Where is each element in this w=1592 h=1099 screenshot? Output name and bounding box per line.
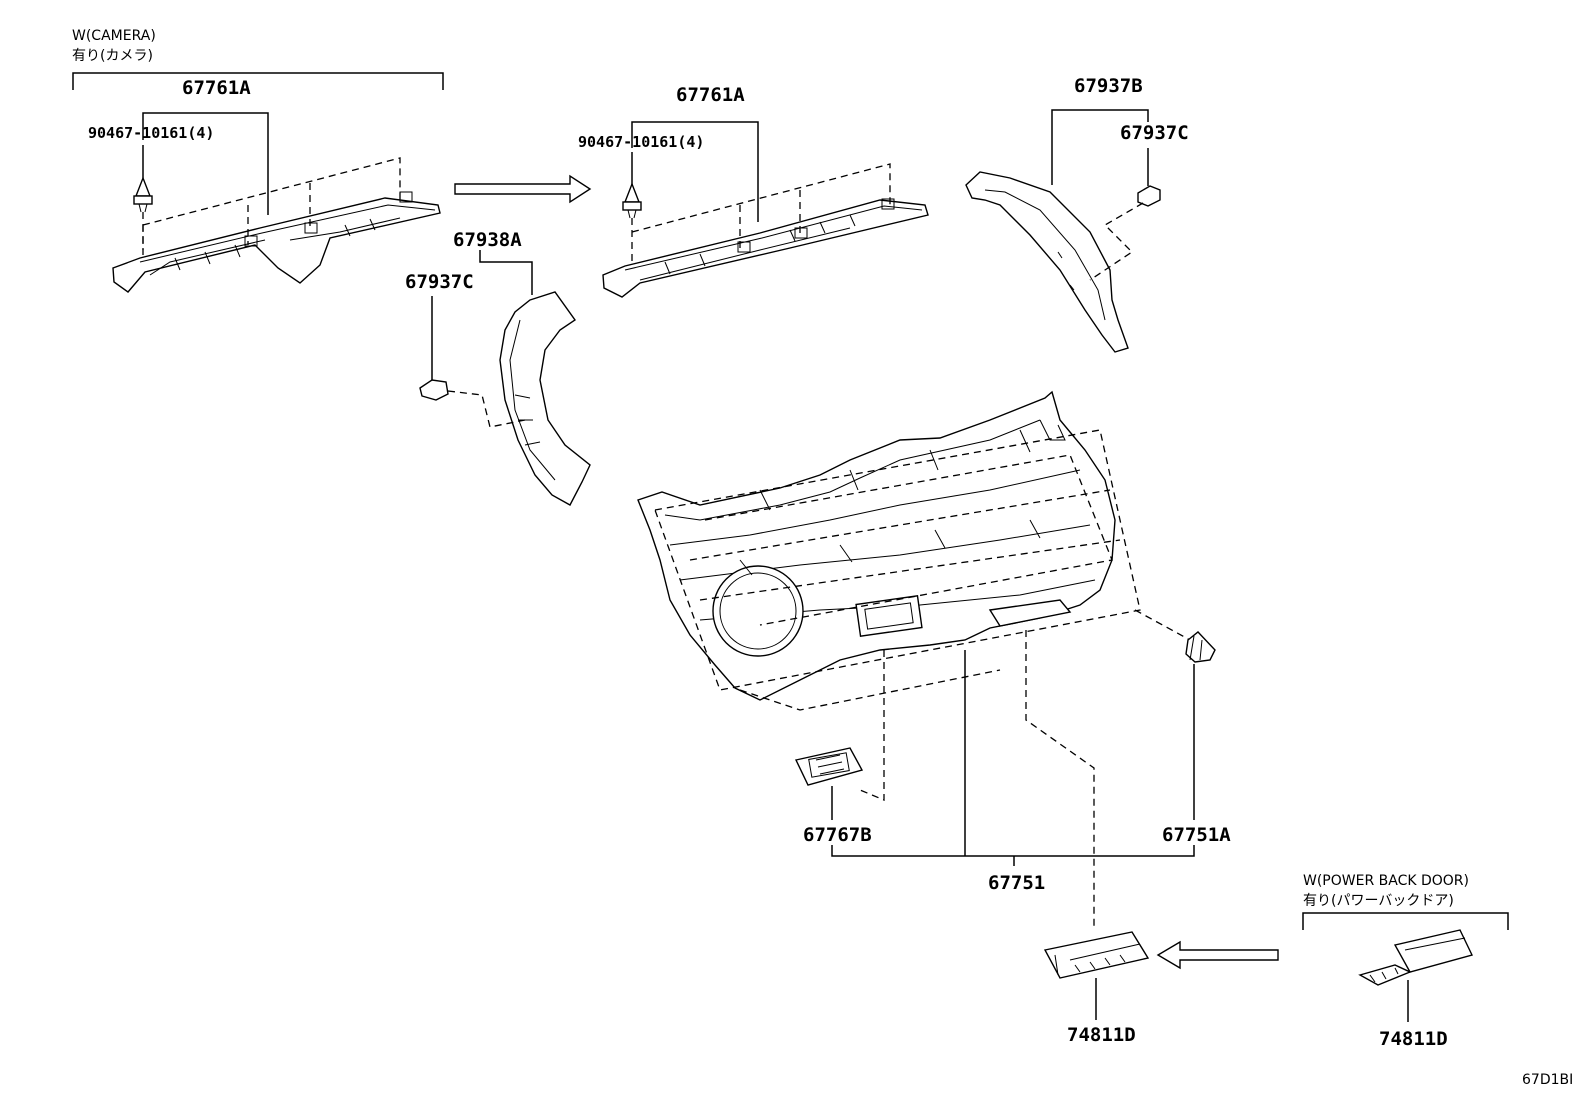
standard-variant-group: 67761A 90467-10161(4): [578, 84, 929, 298]
lamp-74811d-right: [1358, 929, 1473, 986]
label-74811d-left: 74811D: [1067, 1024, 1136, 1046]
clip-left: [133, 176, 153, 213]
clip-67937c-upper: [1137, 185, 1161, 207]
label-67938a: 67938A: [453, 229, 522, 251]
clip-right: [622, 182, 642, 219]
label-clip-left: 90467-10161(4): [88, 124, 214, 142]
label-67937b: 67937B: [1074, 75, 1143, 97]
label-67761a-right: 67761A: [676, 84, 745, 106]
label-67751: 67751: [988, 872, 1045, 894]
label-74811d-right: 74811D: [1379, 1028, 1448, 1050]
lamp-74811d-left: [1043, 931, 1150, 979]
camera-note-en: W(CAMERA): [72, 28, 156, 44]
label-67937c-upper: 67937C: [1120, 122, 1189, 144]
door-trim-board: [637, 390, 1191, 711]
diagram-code: 67D1BI: [1522, 1072, 1573, 1088]
clip-67937c-lower: [419, 379, 449, 401]
side-trim-left-group: 67938A 67937C: [405, 229, 591, 506]
label-67751a: 67751A: [1162, 824, 1231, 846]
side-trim-right-group: 67937B 67937C: [965, 75, 1189, 353]
camera-variant-group: W(CAMERA) 有り(カメラ) 67761A 90467-10161(4): [72, 28, 444, 293]
pbd-note-jp: 有り(パワーバックドア): [1303, 893, 1454, 909]
garnish-67761a-right: [602, 198, 929, 298]
arrow-right: [454, 174, 592, 204]
camera-note-jp: 有り(カメラ): [72, 48, 153, 64]
trim-67937b: [965, 171, 1129, 353]
label-67761a-left: 67761A: [182, 77, 251, 99]
power-back-door-group: W(POWER BACK DOOR) 有り(パワーバックドア) 74811D: [1302, 873, 1509, 1050]
arrow-left: [1156, 940, 1279, 970]
garnish-67761a-left: [112, 191, 441, 293]
pbd-note-en: W(POWER BACK DOOR): [1303, 873, 1469, 889]
clip-67751a: [1185, 631, 1216, 663]
pull-cup-67767b: [794, 747, 864, 786]
label-clip-right: 90467-10161(4): [578, 133, 704, 151]
label-67937c-lower: 67937C: [405, 271, 474, 293]
trim-67938a: [499, 291, 591, 506]
label-67767b: 67767B: [803, 824, 872, 846]
